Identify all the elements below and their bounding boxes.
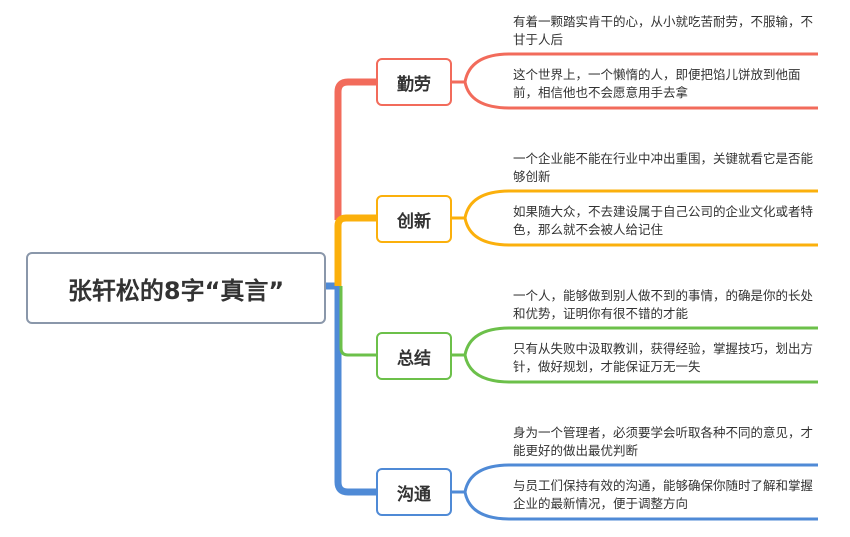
trunk-goutong (334, 286, 376, 496)
leaf-text[interactable]: 这个世界上，一个懒惰的人，即便把馅儿饼放到他面前，相信他也不会愿意用手去拿 (513, 67, 801, 100)
leaf-text[interactable]: 与员工们保持有效的沟通，能够确保你随时了解和掌握企业的最新情况，便于调整方向 (513, 478, 814, 511)
leaf-text[interactable]: 有着一颗踏实肯干的心，从小就吃苦耐劳，不服输，不甘于人后 (513, 14, 814, 47)
leaf-text[interactable]: 一个企业能不能在行业中冲出重围，关键就看它是否能够创新 (513, 151, 814, 184)
branch-chuangxin[interactable]: 创新 (376, 195, 452, 243)
leaf-bracket-goutong (452, 463, 818, 521)
leaf-text[interactable]: 一个人，能够做到别人做不到的事情，的确是你的长处和优势，证明你有很不错的才能 (513, 288, 814, 321)
leaf-bracket-chuangxin (452, 189, 818, 247)
branch-goutong[interactable]: 沟通 (376, 468, 452, 516)
leaf-text[interactable]: 如果随大众，不去建设属于自己公司的企业文化或者特色，那么就不会被人给记住 (513, 204, 814, 237)
leaf-bracket-zongjie (452, 326, 818, 384)
leaf-bracket-qinlao (452, 52, 818, 110)
branch-qinlao[interactable]: 勤劳 (376, 58, 452, 106)
leaf-text[interactable]: 身为一个管理者，必须要学会听取各种不同的意见，才能更好的做出最优判断 (513, 425, 814, 458)
trunk-chuangxin (334, 214, 376, 286)
leaf-text[interactable]: 只有从失败中汲取教训，获得经验，掌握技巧，划出方针，做好规划，才能保证万无一失 (513, 341, 814, 374)
trunk-qinlao (334, 78, 376, 220)
branch-zongjie[interactable]: 总结 (376, 332, 452, 380)
root-topic[interactable]: 张轩松的8字“真言” (26, 252, 326, 324)
trunk-zongjie (339, 286, 376, 357)
